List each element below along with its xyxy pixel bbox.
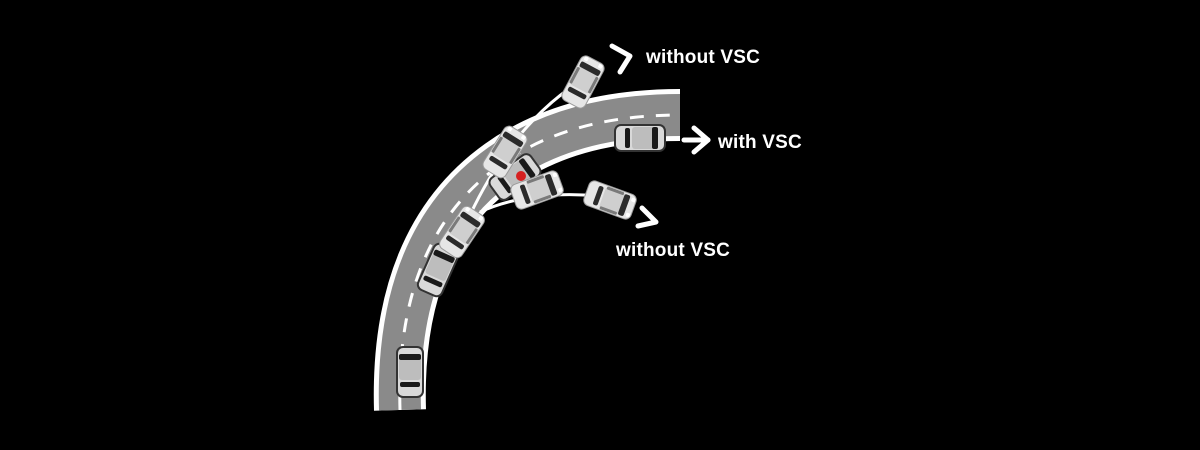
label-without-vsc-top: without VSC — [645, 47, 760, 68]
arrow-right-icon — [691, 125, 711, 155]
label-with-vsc: with VSC — [717, 132, 802, 153]
car-topview-icon — [396, 346, 424, 398]
arrows — [609, 43, 711, 229]
car-topview-icon — [614, 124, 666, 152]
cars-on-road — [396, 124, 666, 398]
arrow-right-icon — [609, 43, 633, 75]
arrow-right-icon — [635, 205, 659, 229]
red-dot-icon — [516, 171, 526, 181]
car-topview-icon — [581, 178, 639, 222]
label-without-vsc-bottom: without VSC — [615, 240, 730, 261]
